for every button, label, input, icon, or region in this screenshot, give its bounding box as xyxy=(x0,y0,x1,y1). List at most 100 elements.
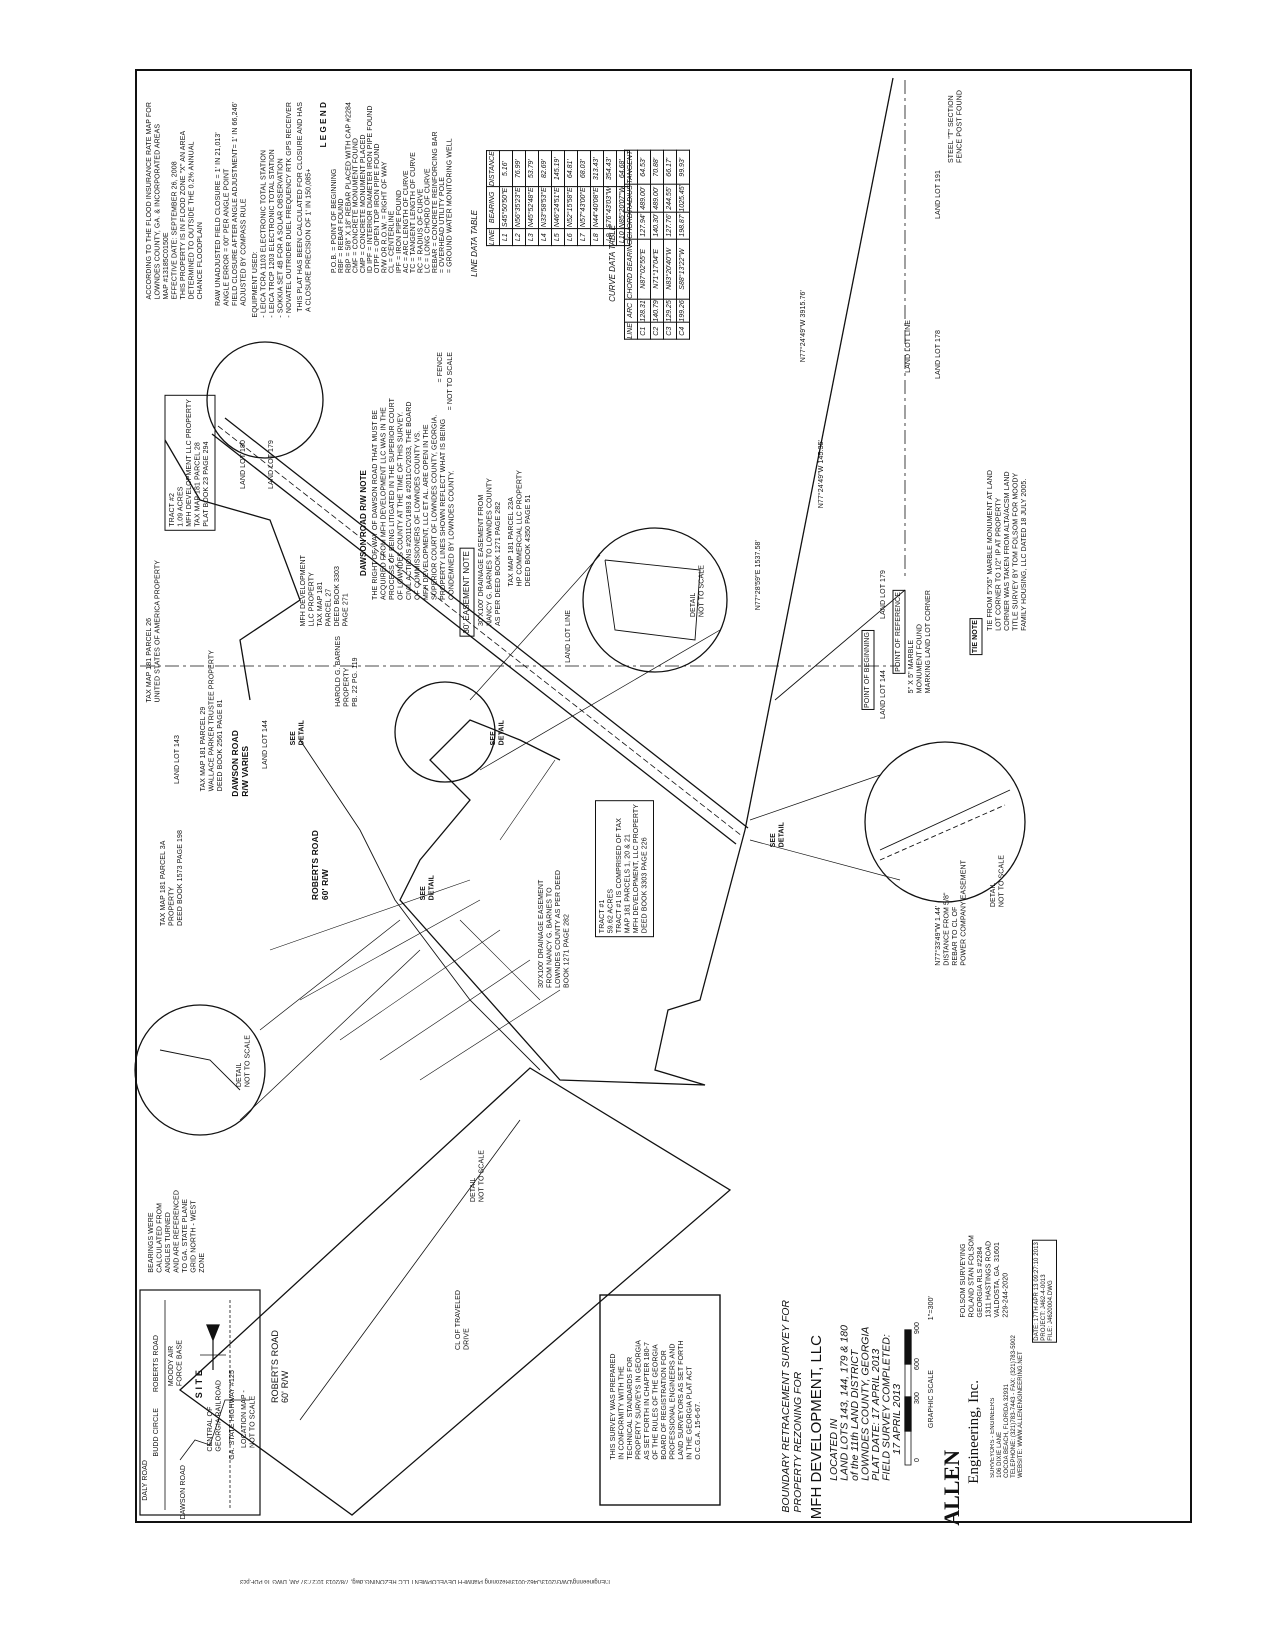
roberts-road-label: ROBERTS ROAD 60' R/W xyxy=(310,830,330,901)
table-cell: L5 xyxy=(551,229,565,246)
detail-leader xyxy=(479,629,721,771)
table-cell: 489.00' xyxy=(650,184,664,213)
leader-line xyxy=(269,879,471,951)
table-cell: 140.30' xyxy=(650,212,664,239)
tie-note-title: TIE NOTE xyxy=(970,618,983,656)
land-lot-line-label: LAND LOT LINE xyxy=(565,610,572,663)
land-lot-179-label: LAND LOT 179 xyxy=(268,440,275,489)
location-map-frame xyxy=(139,1289,261,1516)
tract-1-label: TRACT #1 59.62 ACRES TRACT #1 IS COMPRIS… xyxy=(595,800,654,938)
leader-line xyxy=(379,959,531,1061)
land-lot-line-label: LAND LOT LINE xyxy=(905,320,912,373)
table-cell: C2 xyxy=(650,322,664,340)
certification-text: THIS SURVEY WAS PREPARED IN CONFORMITY W… xyxy=(610,1340,702,1460)
table-cell: 1025.45' xyxy=(676,184,690,213)
detail-leader xyxy=(749,774,881,821)
table-header: DISTANCE xyxy=(486,150,500,187)
survey-location: LOCATED IN LAND LOTS 143, 144, 179 & 180… xyxy=(828,1325,903,1481)
table-cell: L6 xyxy=(564,229,578,246)
fence-line xyxy=(217,425,743,837)
table-cell: N83°20'40"W xyxy=(663,238,677,299)
scale-ratio: 1"=300' xyxy=(928,1296,935,1321)
table-cell: 82.69' xyxy=(538,150,552,187)
land-lot-179-label: LAND LOT 179 xyxy=(880,570,887,619)
leader-line xyxy=(419,989,561,1081)
dawson-road-edge xyxy=(224,417,749,829)
curve-table-title: CURVE DATA TABLE xyxy=(608,225,617,302)
see-detail-label: SEE DETAIL xyxy=(770,822,786,848)
table-cell: N44°40'08"E xyxy=(590,186,604,230)
table-cell: N87°02'55"E xyxy=(637,238,651,299)
land-lot-191-label: LAND LOT 191 xyxy=(935,170,942,219)
scale-label: GRAPHIC SCALE xyxy=(928,1370,935,1429)
tract-1-boundary xyxy=(399,719,746,1086)
parcel-3a-label: TAX MAP 181 PARCEL 3A PROPERTY DEED BOOK… xyxy=(160,830,184,926)
table-cell: 127.76' xyxy=(663,212,677,239)
table-cell: N56°35'23"E xyxy=(512,186,526,230)
north-arrow-icon xyxy=(206,1324,220,1342)
table-cell: L2 xyxy=(512,229,526,246)
table-header: CHORD xyxy=(624,212,638,239)
scale-tick: 900 xyxy=(914,1322,921,1334)
land-lot-180-label: LAND LOT 180 xyxy=(240,440,247,489)
allen-logo: ALLEN xyxy=(939,1450,964,1526)
detail-label: DETAIL NOT TO SCALE xyxy=(990,855,1006,908)
detail-leader xyxy=(469,554,601,701)
table-cell: 64.53' xyxy=(637,150,651,185)
survey-title: BOUNDARY RETRACEMENT SURVEY FOR PROPERTY… xyxy=(780,1300,804,1513)
land-lot-144-label: LAND LOT 144 xyxy=(262,720,269,769)
table-cell: 53.79' xyxy=(525,150,539,187)
tract-2-boundary xyxy=(164,439,301,701)
table-cell: 128.31' xyxy=(637,298,651,323)
table-cell: 68.03' xyxy=(577,150,591,187)
roberts-road-label: ROBERTS ROAD 60' R/W xyxy=(270,1330,290,1404)
leader-line xyxy=(499,759,556,841)
table-cell: 198.87' xyxy=(676,212,690,239)
steel-post-label: STEEL "T" SECTION FENCE POST FOUND xyxy=(948,90,964,164)
traveled-drive-label: CL OF TRAVELED DRIVE xyxy=(455,1290,471,1351)
table-header: BEARING xyxy=(486,186,500,230)
dawson-road-label: DAWSON ROAD R/W VARIES xyxy=(230,730,250,797)
see-detail-label: SEE DETAIL xyxy=(290,720,306,746)
detail-circle xyxy=(582,527,728,673)
table-cell: L3 xyxy=(525,229,539,246)
allen-logo-sub: Engineering, Inc. xyxy=(966,1380,982,1484)
table-cell: N46°24'51"E xyxy=(551,186,565,230)
tract-2-label: TRACT #2 1.09 ACRES MFH DEVELOPMENT LLC … xyxy=(165,395,216,531)
table-cell: 354.43' xyxy=(603,150,617,187)
firm-contact: SURVEYORS - ENGINEERS 106 DIXIE LANE COC… xyxy=(990,1335,1024,1478)
line-table-title: LINE DATA TABLE xyxy=(470,210,479,277)
legend-title: L E G E N D xyxy=(319,102,328,148)
table-cell: N57°43'00"E xyxy=(577,186,591,230)
wallace-parker-label: TAX MAP 181 PARCEL 29 WALLACE PARKER TRU… xyxy=(200,650,224,792)
scale-tick: 300 xyxy=(914,1392,921,1404)
flood-note: ACCORDING TO THE FLOOD INSURANCE RATE MA… xyxy=(146,102,204,300)
roberts-road-line xyxy=(299,739,541,1071)
mid-bearing-label: N77°24'49"W 145.35' xyxy=(818,440,825,509)
table-cell: N33°58'53"E xyxy=(538,186,552,230)
client-name: MFH DEVELOPMENT, LLC xyxy=(808,1335,825,1520)
table-cell: L1 xyxy=(499,229,513,246)
location-highway: GA. STATE HIGHWAY #125 xyxy=(229,1370,236,1460)
table-cell: N45°52'48"E xyxy=(525,186,539,230)
table-cell: 127.94' xyxy=(637,212,651,239)
land-lot-143-label: LAND LOT 143 xyxy=(174,735,181,784)
detail-circle xyxy=(394,681,496,783)
table-cell: L7 xyxy=(577,229,591,246)
land-lot-178-label: LAND LOT 178 xyxy=(935,330,942,379)
see-detail-label: SEE DETAIL xyxy=(490,720,506,746)
location-map-caption: LOCATION MAP - NOT TO SCALE xyxy=(241,1390,257,1448)
detail-leader xyxy=(259,919,401,1031)
detail-geometry xyxy=(159,1049,241,1091)
scale-tick: 0 xyxy=(914,1458,921,1462)
location-budd-circle: BUDD CIRCLE xyxy=(153,1408,160,1457)
